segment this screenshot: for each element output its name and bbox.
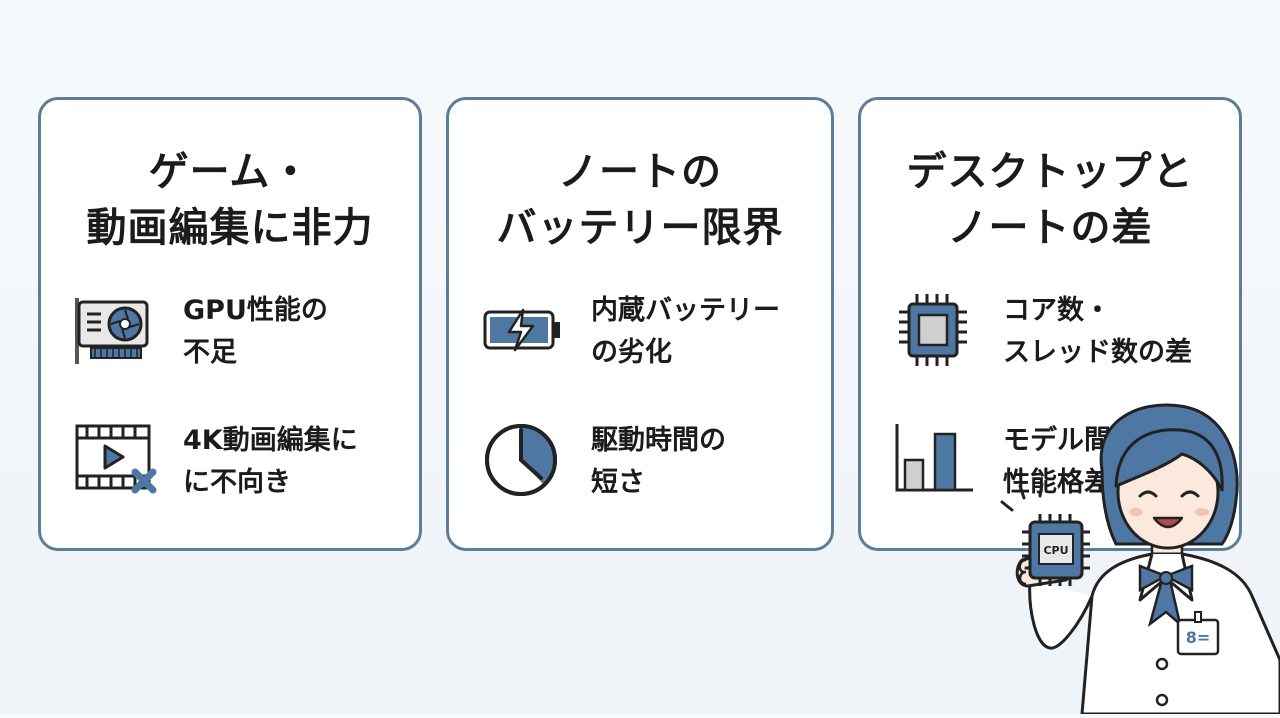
item-label: 4K動画編集に に不向き: [183, 425, 358, 498]
clock-icon: [481, 420, 565, 500]
cpu-icon: [893, 290, 977, 370]
scientist-illustration: 8= CPU: [990, 400, 1280, 716]
card-title: ゲーム・ 動画編集に非力: [86, 149, 374, 251]
card-title: ノートの バッテリー限界: [496, 149, 784, 251]
gpu-icon: [73, 290, 157, 370]
list-item: 4K動画編集に に不向き: [73, 420, 409, 510]
video-x-icon: [73, 420, 157, 500]
list-item: GPU性能の 不足: [73, 290, 409, 380]
battery-icon: [481, 290, 565, 370]
item-label: 駆動時間の 短さ: [591, 425, 726, 498]
item-label: GPU性能の 不足: [183, 295, 328, 368]
list-item: コア数・ スレッド数の差: [893, 290, 1229, 380]
chip-label: CPU: [1043, 544, 1068, 557]
cpu-chip-icon: CPU: [1022, 514, 1090, 586]
item-label: コア数・ スレッド数の差: [1003, 295, 1192, 368]
card-battery-limit: ノートの バッテリー限界 内蔵バッテリー の劣化 駆動時間の: [446, 97, 834, 551]
card-gaming-video: ゲーム・ 動画編集に非力 GPU性能の 不足: [38, 97, 422, 551]
card-title: デスクトップと ノートの差: [906, 149, 1194, 251]
list-item: 駆動時間の 短さ: [481, 420, 821, 510]
list-item: 内蔵バッテリー の劣化: [481, 290, 821, 380]
bar-chart-icon: [893, 420, 977, 500]
item-label: 内蔵バッテリー の劣化: [591, 295, 780, 368]
badge-text: 8=: [1186, 628, 1211, 647]
